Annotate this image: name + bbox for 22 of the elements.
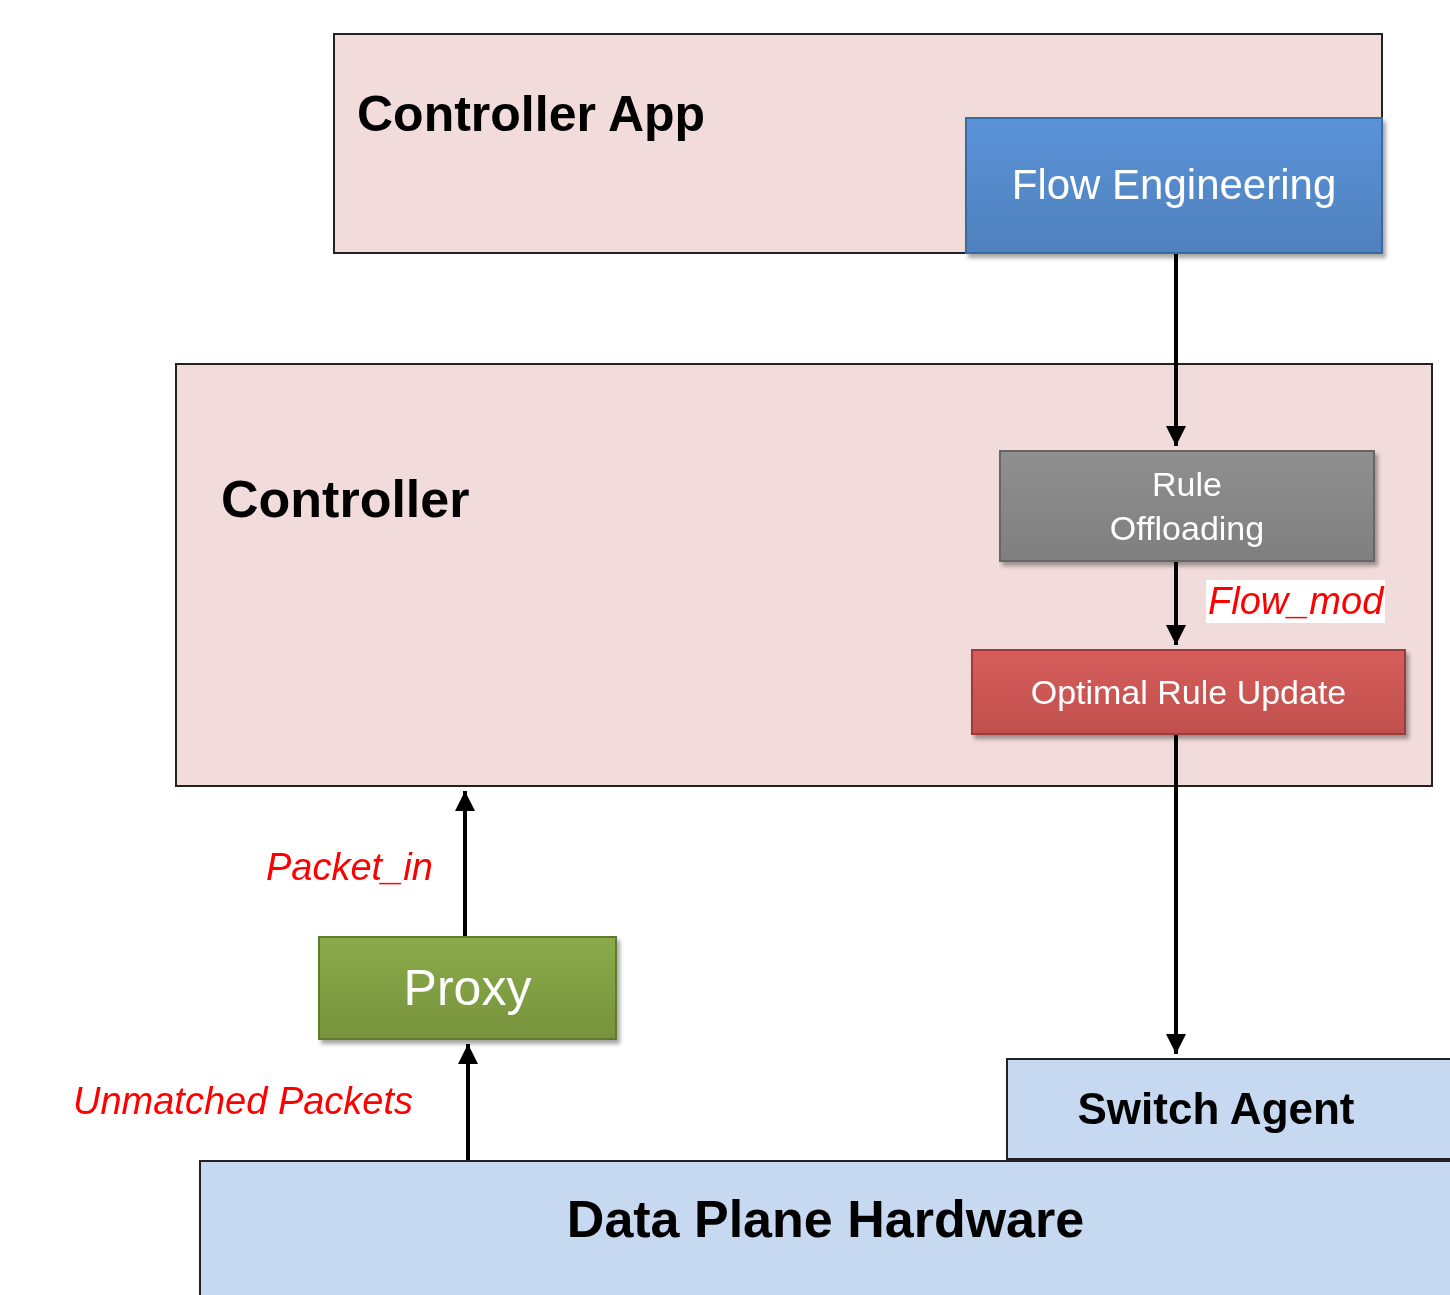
- arrow: [1166, 562, 1186, 645]
- process-box: [965, 117, 1383, 254]
- agent-box: [1006, 1058, 1450, 1160]
- box-label: Optimal Rule Update: [1030, 671, 1347, 713]
- arrow: [455, 791, 475, 936]
- app-panel: [333, 33, 1383, 254]
- process-box: [999, 450, 1375, 562]
- arrow: [1166, 254, 1186, 446]
- panel-title: Controller: [221, 468, 470, 529]
- process-box: [318, 936, 617, 1040]
- box-label: Proxy: [403, 958, 532, 1018]
- panel-title: Controller App: [357, 85, 706, 143]
- box-label: Flow Engineering: [1011, 160, 1337, 211]
- arrow: [1166, 735, 1186, 1054]
- process-box: [971, 649, 1406, 735]
- arrow: [458, 1044, 478, 1160]
- box-label: Rule Offloading: [1108, 463, 1266, 549]
- edge-label: Flow_mod: [1206, 580, 1386, 623]
- controller-panel: [175, 363, 1433, 787]
- box-label: Data Plane Hardware: [566, 1189, 1085, 1251]
- hardware-box: [199, 1160, 1450, 1295]
- box-label: Switch Agent: [1077, 1083, 1355, 1136]
